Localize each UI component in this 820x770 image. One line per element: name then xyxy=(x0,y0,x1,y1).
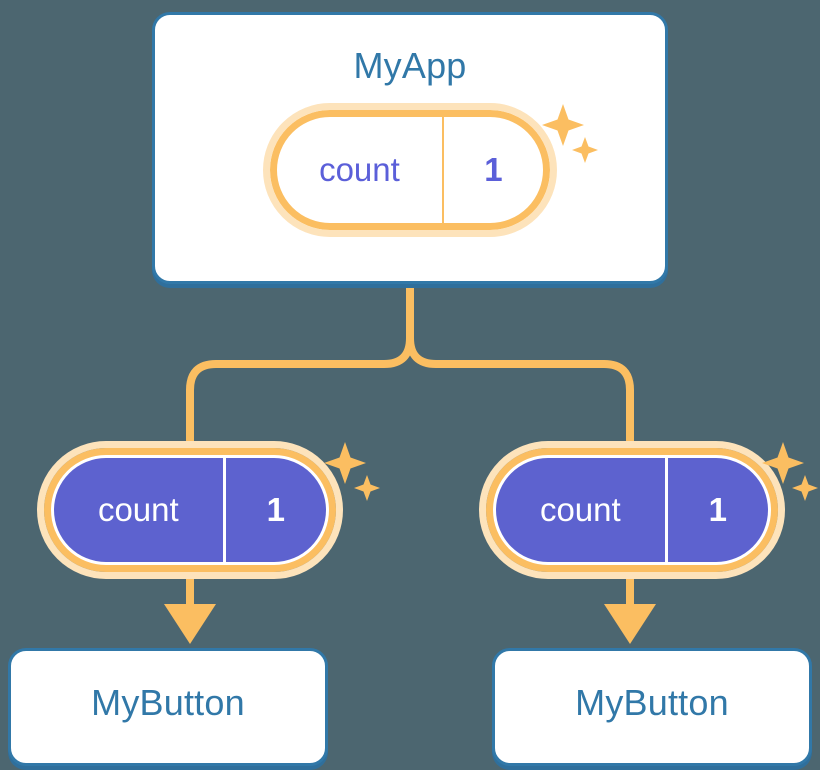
connector-tree-branch xyxy=(406,282,634,450)
state-pill[interactable]: count 1 xyxy=(263,103,557,237)
state-pill-value: 1 xyxy=(222,458,326,562)
state-pill-key: count xyxy=(54,458,223,562)
component-card-mybutton-right[interactable]: MyButton xyxy=(492,648,812,766)
page-title: MyButton xyxy=(575,682,729,723)
component-card-mybutton-left[interactable]: MyButton xyxy=(8,648,328,766)
state-pill-key: count xyxy=(319,151,400,188)
page-title: MyButton xyxy=(91,682,245,723)
connector-tree-branch xyxy=(186,282,414,450)
sparkle-icon xyxy=(792,475,818,501)
page-title: MyApp xyxy=(353,45,467,86)
state-pill[interactable]: count 1 xyxy=(37,441,343,579)
state-pill-right[interactable]: count 1 xyxy=(479,441,785,579)
state-pill-value: 1 xyxy=(664,458,768,562)
arrow-down-icon xyxy=(164,574,216,644)
state-pill-myapp[interactable]: count 1 xyxy=(263,103,557,237)
state-pill-key: count xyxy=(496,458,665,562)
state-pill[interactable]: count 1 xyxy=(479,441,785,579)
sparkle-icon xyxy=(354,475,380,501)
state-pill-left[interactable]: count 1 xyxy=(37,441,343,579)
arrow-down-icon xyxy=(604,574,656,644)
state-pill-value: 1 xyxy=(441,117,543,223)
